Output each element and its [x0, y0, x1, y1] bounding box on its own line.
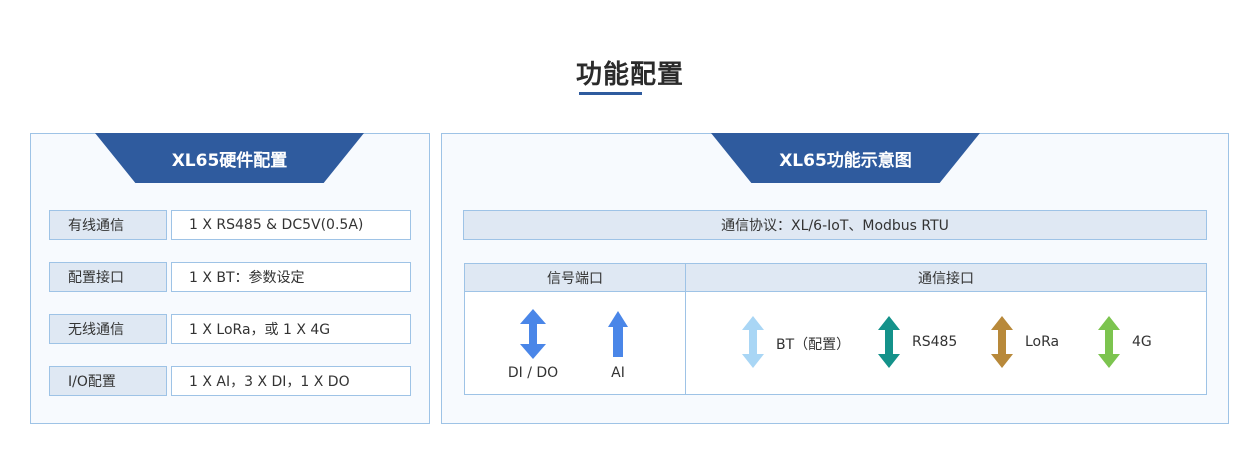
- hardware-row-value: 1 X AI，3 X DI，1 X DO: [171, 366, 411, 396]
- protocol-bar: 通信协议：XL/6-IoT、Modbus RTU: [463, 210, 1207, 240]
- page-title: 功能配置: [575, 60, 684, 90]
- function-banner: XL65功能示意图: [711, 133, 980, 183]
- hardware-row-label: 有线通信: [49, 210, 167, 240]
- double-arrow-icon: [1098, 316, 1120, 368]
- hardware-row-label: I/O配置: [49, 366, 167, 396]
- hardware-row-label: 无线通信: [49, 314, 167, 344]
- hardware-banner: XL65硬件配置: [95, 133, 364, 183]
- port-label: DI / DO: [507, 365, 559, 381]
- port-label: AI: [611, 365, 625, 381]
- hardware-row-value: 1 X RS485 & DC5V(0.5A): [171, 210, 411, 240]
- function-panel: XL65功能示意图 通信协议：XL/6-IoT、Modbus RTU 信号端口 …: [441, 133, 1229, 424]
- double-arrow-icon: [742, 316, 764, 368]
- hardware-row-wired: 有线通信 1 X RS485 & DC5V(0.5A): [49, 210, 413, 240]
- interfaces-header: 通信接口: [686, 264, 1206, 292]
- interface-grid: 信号端口 通信接口 DI / DO AI BT（配置）: [464, 263, 1207, 395]
- double-arrow-icon: [991, 316, 1013, 368]
- interface-label: 4G: [1132, 334, 1152, 350]
- double-arrow-icon: [520, 309, 546, 359]
- interface-label: BT（配置）: [776, 337, 851, 353]
- hardware-row-io: I/O配置 1 X AI，3 X DI，1 X DO: [49, 366, 413, 396]
- hardware-row-label: 配置接口: [49, 262, 167, 292]
- up-arrow-icon: [608, 311, 628, 357]
- interface-label: LoRa: [1025, 334, 1060, 350]
- double-arrow-icon: [878, 316, 900, 368]
- interface-label: RS485: [912, 334, 958, 350]
- hardware-row-config: 配置接口 1 X BT：参数设定: [49, 262, 413, 292]
- ports-header: 信号端口: [465, 264, 686, 292]
- hardware-row-value: 1 X BT：参数设定: [171, 262, 411, 292]
- hardware-row-wireless: 无线通信 1 X LoRa，或 1 X 4G: [49, 314, 413, 344]
- grid-divider: [685, 264, 686, 394]
- port-di-do: DI / DO: [493, 309, 573, 385]
- hardware-row-value: 1 X LoRa，或 1 X 4G: [171, 314, 411, 344]
- hardware-panel: XL65硬件配置 有线通信 1 X RS485 & DC5V(0.5A) 配置接…: [30, 133, 430, 424]
- title-underline: [579, 92, 642, 95]
- port-ai: AI: [578, 309, 658, 385]
